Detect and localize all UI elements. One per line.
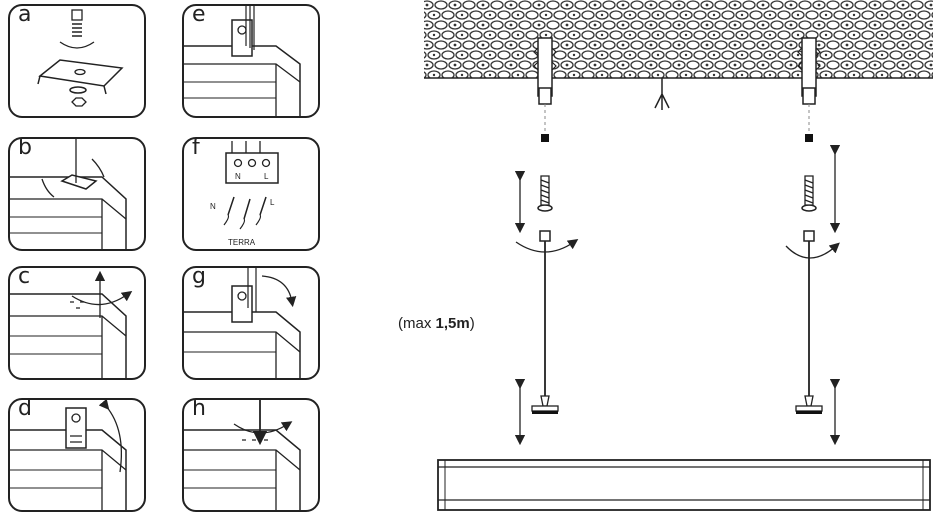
step-letter: b — [18, 137, 32, 160]
ceiling — [424, 0, 933, 79]
wire-label-n: N — [210, 202, 216, 211]
terminal-block-illustration: N L N L TERRA — [210, 141, 279, 247]
cap-left — [541, 134, 549, 142]
wiring-illustration — [184, 6, 301, 116]
step-letter: a — [18, 4, 32, 27]
screw-right — [801, 175, 817, 212]
ceiling-plate-illustration — [37, 9, 124, 107]
step-letter: f — [192, 137, 200, 160]
step-panel-c: c — [8, 266, 146, 380]
cable-gripper-left — [531, 395, 559, 414]
step-letter: e — [192, 4, 206, 27]
note-suffix: ) — [469, 315, 475, 332]
step-panel-b: b — [8, 137, 146, 251]
step-letter: d — [18, 398, 32, 421]
max-cable-length-note: (max 1,5m) — [398, 315, 475, 332]
step-letter: g — [192, 266, 206, 289]
mains-cable — [654, 78, 670, 110]
step-panel-e: e — [182, 4, 320, 118]
step-panel-a: a — [8, 4, 146, 118]
step-panel-g: g — [182, 266, 320, 380]
arrow-updown-icon — [514, 144, 841, 234]
step-panel-d: d — [8, 398, 146, 512]
clip-illustration — [10, 139, 127, 249]
holder-right — [785, 230, 840, 259]
insert-block-illustration — [10, 400, 127, 510]
earth-label: TERRA — [228, 238, 256, 247]
cap-right — [805, 134, 813, 142]
connector-rotate-illustration — [184, 268, 301, 378]
final-suspension-illustration — [184, 400, 301, 510]
step-panel-f: N L N L TERRA f — [182, 137, 320, 251]
wall-anchor-right — [797, 37, 821, 105]
step-letter: h — [192, 398, 206, 421]
terminal-label-l: L — [264, 172, 269, 181]
wire-label-l: L — [270, 198, 275, 207]
max-length-value: 1,5m — [435, 315, 470, 332]
arrow-updown-icon — [514, 378, 841, 446]
terminal-label-n: N — [235, 172, 241, 181]
rotate-clip-illustration — [10, 270, 133, 378]
luminaire-profile — [437, 459, 931, 511]
note-prefix: (max — [398, 315, 436, 332]
screw-left — [537, 175, 553, 212]
cable-gripper-right — [795, 395, 823, 414]
step-panel-h: h — [182, 398, 320, 512]
wall-anchor-left — [533, 37, 557, 105]
step-letter: c — [18, 266, 31, 289]
